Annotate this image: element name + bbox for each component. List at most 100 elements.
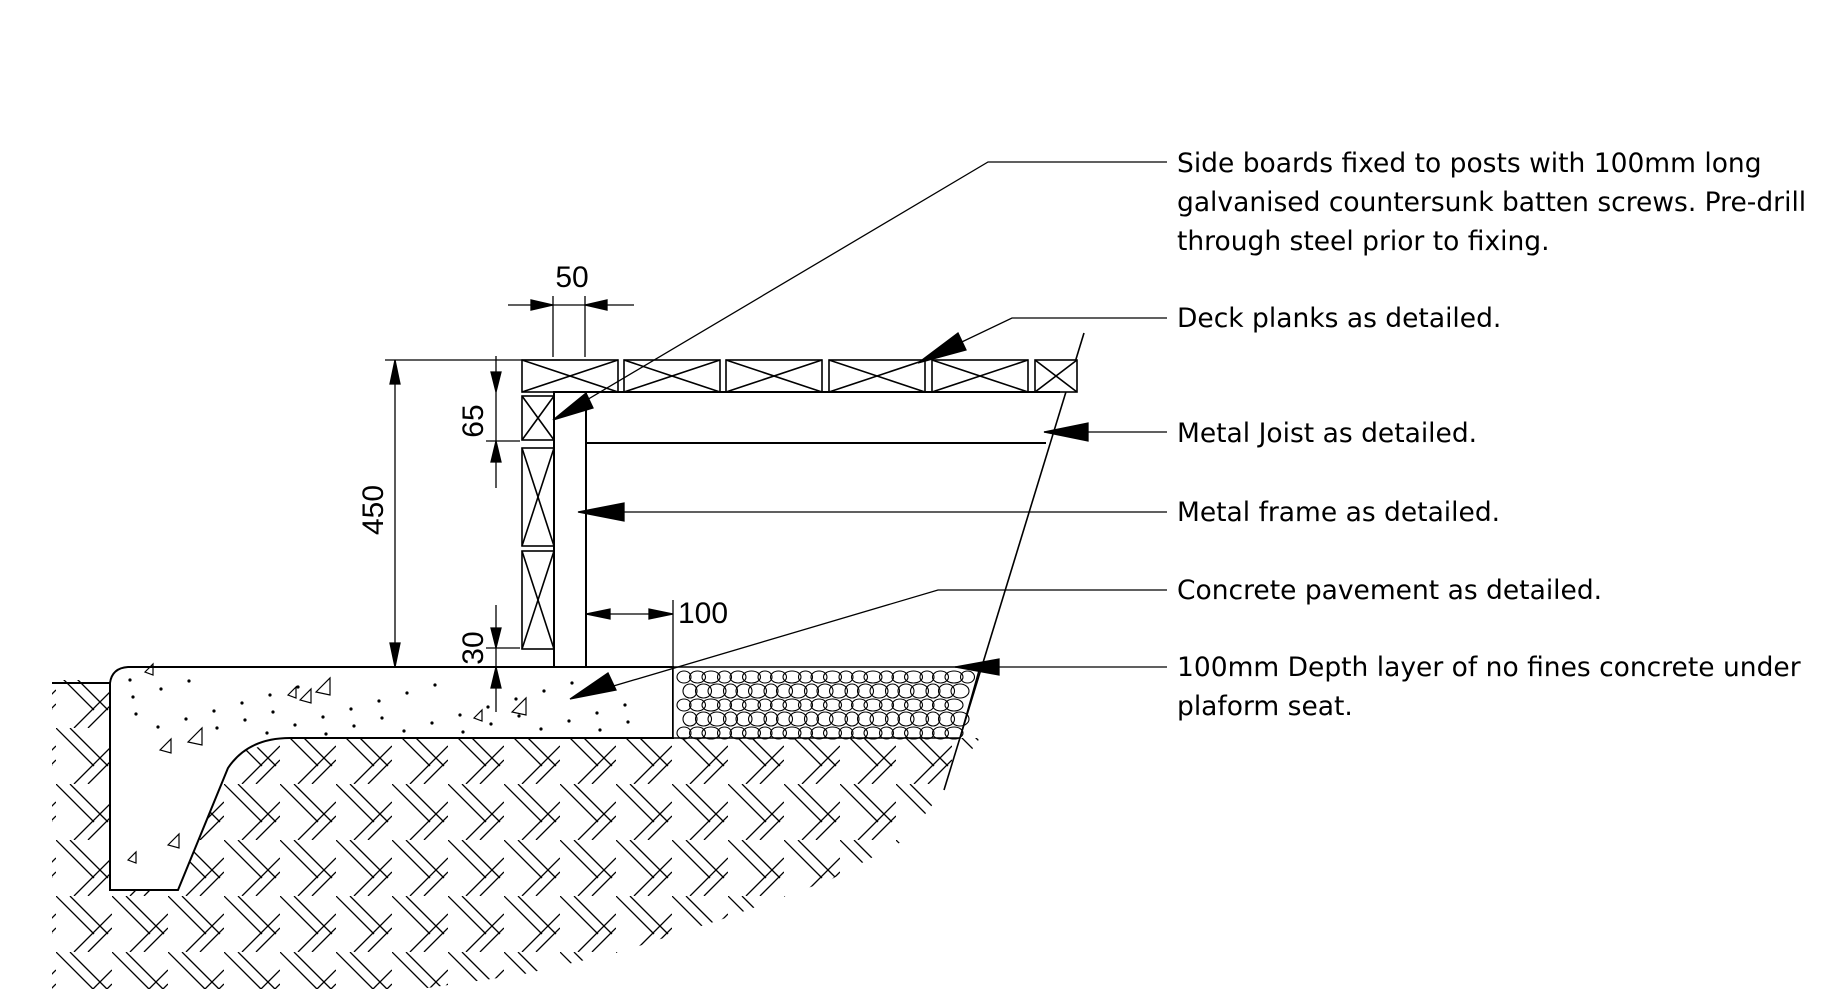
pebble (822, 726, 843, 740)
pebble (735, 683, 753, 699)
pebble (863, 726, 883, 740)
aggregate-dot (380, 716, 384, 720)
aggregate-dot (598, 728, 602, 732)
deck-plank (828, 359, 926, 393)
pebble (891, 726, 909, 740)
dim-50: 50 (555, 261, 588, 294)
pebble (782, 670, 802, 684)
pebble (931, 670, 950, 684)
aggregate-dot (293, 723, 297, 727)
pebble (747, 683, 768, 699)
pebble (903, 698, 924, 712)
note-metal-joist: Metal Joist as detailed. (1177, 418, 1478, 449)
pebble (701, 698, 721, 712)
aggregate-dot (623, 703, 627, 707)
aggregate-dot (268, 693, 272, 697)
aggregate-dot (324, 732, 328, 736)
pebble (878, 670, 895, 684)
pebble (707, 711, 727, 727)
pebble (828, 683, 849, 699)
aggregate-dot (243, 718, 247, 722)
dim-450: 450 (357, 485, 390, 535)
aggregate-dot (517, 714, 521, 718)
pebble (810, 726, 828, 740)
aggregate-dot (156, 725, 160, 729)
pebble (897, 711, 915, 727)
pebble (863, 670, 883, 684)
aggregate-dot (567, 719, 571, 723)
aggregate-dot (458, 713, 462, 717)
pebble (676, 670, 692, 684)
pebble (688, 726, 707, 740)
aggregate-dot (626, 720, 630, 724)
pebble (694, 711, 713, 727)
pebble (741, 698, 762, 712)
aggregate-dot (159, 687, 163, 691)
pebble (909, 711, 930, 727)
pebble (688, 698, 707, 712)
pebble (763, 711, 779, 727)
note-concrete-pavement: Concrete pavement as detailed. (1177, 575, 1603, 606)
pebble (856, 683, 875, 699)
pebble (850, 726, 869, 740)
pebble (747, 711, 768, 727)
aggregate-dot (430, 721, 434, 725)
aggregate-triangle (472, 708, 483, 722)
aggregate-dot (240, 701, 244, 705)
aggregate-triangle (510, 696, 527, 716)
pebble (944, 670, 964, 684)
aggregate-dot (349, 707, 353, 711)
pebble (838, 698, 854, 712)
pebble (676, 698, 692, 712)
note-deck-planks: Deck planks as detailed. (1177, 303, 1502, 334)
deck-plank (1034, 359, 1078, 393)
break-line (943, 332, 1085, 791)
pebble (803, 683, 820, 699)
aggregate-dot (212, 709, 216, 713)
pebble (716, 726, 733, 740)
aggregate-dot (570, 681, 574, 685)
note-side-boards: Side boards fixed to posts with 100mm lo… (1177, 148, 1807, 257)
pebble (816, 711, 834, 727)
pebble (891, 670, 909, 684)
aggregate-dot (595, 711, 599, 715)
aggregate-triangle (314, 676, 331, 696)
pebble (729, 698, 747, 712)
pebble (869, 683, 889, 699)
pebble (944, 698, 964, 712)
pebble (884, 683, 901, 699)
dim-30: 30 (457, 631, 490, 664)
aggregate-triangle (158, 737, 172, 754)
deck-plank (725, 359, 823, 393)
side-board (521, 395, 555, 441)
pebble (844, 683, 860, 699)
aggregate-dot (352, 724, 356, 728)
deck-plank (931, 359, 1029, 393)
pebble (797, 698, 814, 712)
aggregate-dot (321, 715, 325, 719)
pebble (722, 683, 739, 699)
pebble (925, 711, 941, 727)
pebble (878, 726, 895, 740)
pebble (722, 711, 739, 727)
deck-planks (521, 359, 1078, 393)
pebble (769, 726, 788, 740)
aggregate-dot (433, 683, 437, 687)
pebble (816, 683, 834, 699)
aggregate-dot (402, 729, 406, 733)
aggregate-triangle (186, 726, 203, 746)
pebble (757, 726, 773, 740)
pebble (950, 683, 970, 699)
aggregate-dot (514, 697, 518, 701)
pebble (869, 711, 889, 727)
side-board (521, 550, 555, 650)
pebble (822, 670, 843, 684)
aggregate-dot (128, 678, 132, 682)
pebble (782, 726, 802, 740)
pebble (828, 711, 849, 727)
aggregate-dot (296, 685, 300, 689)
aggregate-triangle (298, 687, 312, 704)
pebble (925, 683, 941, 699)
pebble (959, 670, 976, 684)
pebble (838, 670, 854, 684)
